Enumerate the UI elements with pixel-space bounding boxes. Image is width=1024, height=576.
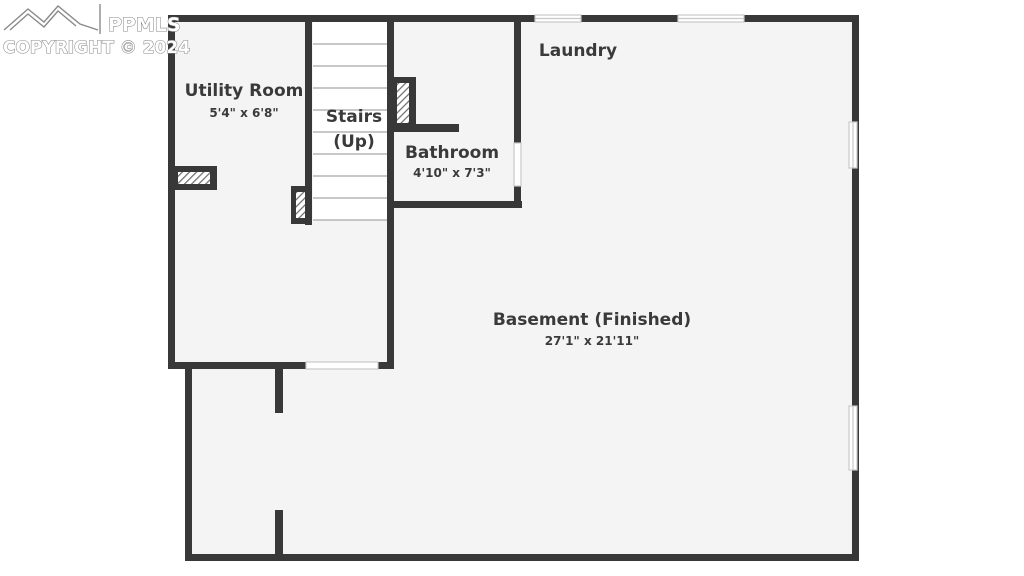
watermark: PPMLS COPYRIGHT © 2024 xyxy=(2,4,191,59)
basement-dimensions: 27'1" x 21'11" xyxy=(545,334,639,348)
windows xyxy=(534,14,858,471)
laundry-name: Laundry xyxy=(539,41,617,61)
bathroom-name: Bathroom xyxy=(405,143,499,163)
basement-name: Basement (Finished) xyxy=(493,310,691,330)
stairs-direction: (Up) xyxy=(333,132,375,152)
stairs-name: Stairs xyxy=(326,107,382,127)
watermark-brand: PPMLS xyxy=(108,14,181,36)
hatched-columns xyxy=(173,77,416,224)
utility-room-dimensions: 5'4" x 6'8" xyxy=(209,106,278,120)
doorways xyxy=(305,142,522,370)
utility-room-name: Utility Room xyxy=(185,81,304,101)
walls xyxy=(168,15,859,561)
mountain-logo-icon xyxy=(3,4,101,34)
bathroom-dimensions: 4'10" x 7'3" xyxy=(413,166,491,180)
watermark-copyright: COPYRIGHT © 2024 xyxy=(3,38,190,58)
stair-treads xyxy=(313,22,387,221)
